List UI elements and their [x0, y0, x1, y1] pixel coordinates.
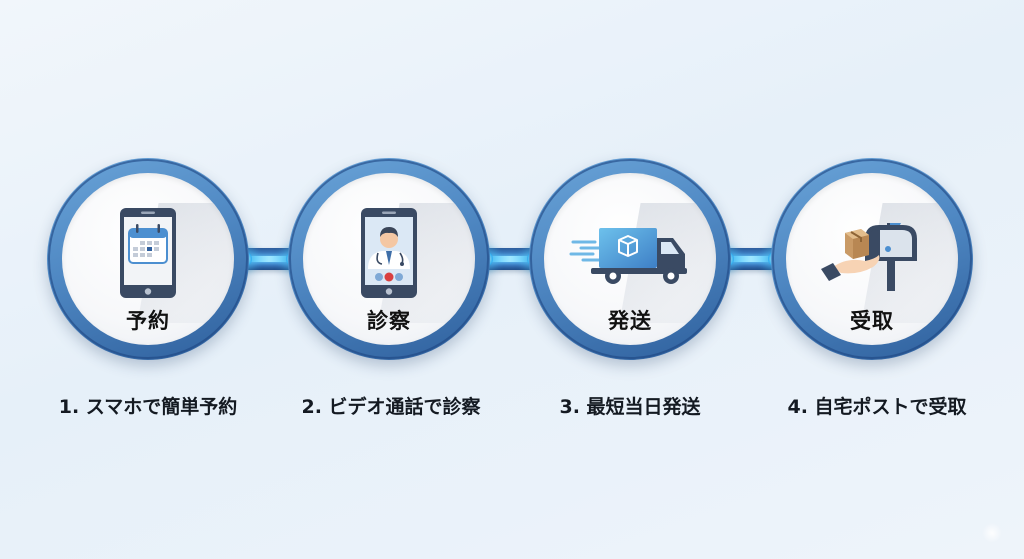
- delivery-truck-icon: [569, 228, 687, 284]
- sparkle-icon: [977, 518, 1007, 548]
- step-circle-shipping: 発送: [529, 158, 731, 360]
- step-circle-reservation: 予約: [47, 158, 249, 360]
- connector-beam: [728, 256, 774, 262]
- connector-beam: [246, 256, 292, 262]
- step-label: 発送: [608, 309, 652, 333]
- smartphone-calendar-icon: [120, 208, 176, 298]
- step-circle-inner: 予約: [62, 173, 234, 345]
- step-circle-consultation: 診察: [288, 158, 490, 360]
- step-circle-receipt: 受取: [771, 158, 973, 360]
- step-label: 診察: [367, 309, 411, 333]
- smartphone-doctor-video-call-icon: [361, 208, 417, 298]
- step-circle-inner: 受取: [786, 173, 958, 345]
- step-circle-inner: 発送: [544, 173, 716, 345]
- step-circle-inner: 診察: [303, 173, 475, 345]
- connector-beam: [487, 256, 533, 262]
- step-caption: 3. 最短当日発送: [559, 396, 701, 418]
- step-label: 受取: [850, 309, 894, 333]
- hand-package-mailbox-icon: [821, 223, 917, 291]
- step-label: 予約: [126, 309, 170, 333]
- step-caption: 1. スマホで簡単予約: [58, 396, 238, 418]
- step-caption: 2. ビデオ通話で診察: [301, 396, 481, 418]
- step-caption: 4. 自宅ポストで受取: [787, 396, 967, 418]
